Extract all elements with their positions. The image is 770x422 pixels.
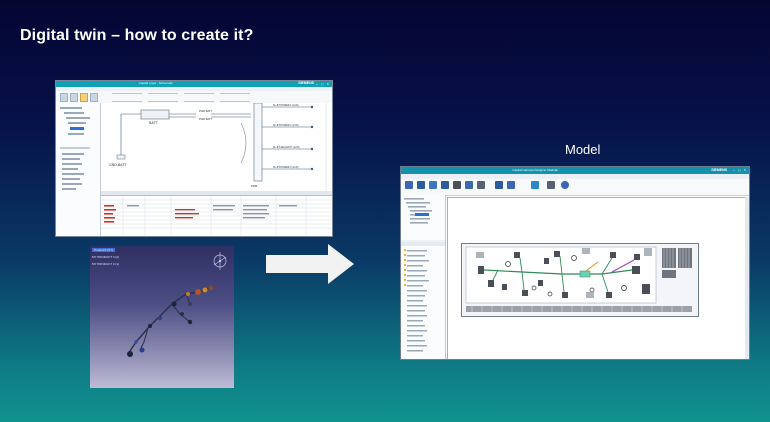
schematic-window-title: Capital Logic - Schematic (138, 81, 173, 85)
ribbon-tool-icon[interactable] (405, 181, 413, 189)
schematic-output-tabs[interactable] (101, 191, 332, 195)
batt-label: BATT (149, 121, 159, 125)
window-controls-icon: ─ ▢ ✕ (315, 82, 330, 86)
harness-window-title: Capital Harness Designer Modular (512, 168, 559, 172)
ribbon-tool-icon[interactable] (495, 181, 503, 189)
nav-selected-item[interactable] (415, 213, 429, 216)
compass-icon[interactable] (213, 252, 227, 270)
gnd-label: GND-BATT (109, 163, 127, 167)
ribbon-tool-icon[interactable] (453, 181, 461, 189)
ribbon-tool-icon[interactable] (507, 181, 515, 189)
harness-ribbon (401, 179, 749, 196)
wire-label: PWR BATT (199, 117, 213, 121)
pdb-label: PDB (251, 184, 257, 188)
tree-selected-item[interactable] (70, 127, 84, 130)
schematic-properties-table (101, 195, 332, 236)
ribbon-tool-icon (60, 93, 68, 102)
net-label: SL-BT-POWER 1 (LCD) (273, 104, 299, 107)
ribbon-group (184, 93, 214, 102)
harness-model-screenshot: Capital Harness Designer Modular SIEMENS… (400, 166, 750, 360)
net-label: SL-BT-SECURITY (LCD) (273, 146, 300, 149)
navigator-tree (401, 198, 445, 352)
3d-harness-render (127, 252, 227, 357)
ribbon-tool-icon (90, 93, 98, 102)
ribbon-tool-icon[interactable] (441, 181, 449, 189)
ribbon-tool-icon[interactable] (547, 181, 555, 189)
vertical-scrollbar[interactable] (745, 197, 749, 359)
net-label: SL-BT-POWER 2 (LCD) (273, 124, 299, 127)
3d-product-tree: ProductX (XY) MY PRODUCT 0 (2) MY PRODUC… (92, 247, 119, 268)
ribbon-group (220, 93, 250, 102)
schematic-canvas[interactable]: BATT GND-BATT PWR BATT PWR BATT PDB SL-B… (101, 102, 332, 191)
right-arrow-icon (266, 244, 354, 284)
ribbon-tool-icon[interactable] (561, 181, 569, 189)
schematic-project-tree (56, 103, 101, 236)
wire-label: PWR BATT (199, 109, 213, 113)
ribbon-tool-icon[interactable] (531, 181, 539, 189)
ribbon-tool-icon[interactable] (465, 181, 473, 189)
net-label: SL-BT-POWER 3 (LCD) (273, 166, 299, 169)
ribbon-tool-icon[interactable] (429, 181, 437, 189)
3d-model-screenshot: ProductX (XY) MY PRODUCT 0 (2) MY PRODUC… (90, 246, 234, 388)
harness-drawing-board (461, 243, 699, 317)
slide-title: Digital twin – how to create it? (20, 27, 254, 44)
pdb-component[interactable] (253, 102, 263, 182)
harness-brand: SIEMENS (711, 168, 727, 172)
ribbon-tool-icon[interactable] (477, 181, 485, 189)
3d-tree-item[interactable]: MY PRODUCT 0 (1) (92, 262, 120, 266)
harness-titlebar: Capital Harness Designer Modular SIEMENS… (401, 167, 749, 174)
ribbon-tool-icon[interactable] (417, 181, 425, 189)
schematic-titlebar: Capital Logic - Schematic SIEMENS ─ ▢ ✕ (56, 81, 332, 87)
ribbon-tool-icon (80, 93, 88, 102)
window-controls-icon: ─ ▢ ✕ (732, 168, 747, 172)
properties-grid (101, 196, 332, 236)
batt-component[interactable] (140, 109, 170, 120)
harness-navigator (401, 195, 446, 359)
ribbon-group (148, 93, 178, 102)
schematic-brand: SIEMENS (298, 81, 314, 85)
ribbon-tool-icon (70, 93, 78, 102)
schematic-diagram: BATT GND-BATT PWR BATT PWR BATT PDB SL-B… (109, 102, 327, 191)
harness-drawing (465, 246, 692, 312)
3d-tree-item[interactable]: ProductX (XY) (92, 248, 116, 252)
ribbon-group (112, 93, 142, 102)
model-label: Model (565, 142, 601, 157)
3d-tree-item[interactable]: MY PRODUCT 0 (2) (92, 255, 120, 259)
schematic-screenshot: Capital Logic - Schematic SIEMENS ─ ▢ ✕ (55, 80, 333, 237)
